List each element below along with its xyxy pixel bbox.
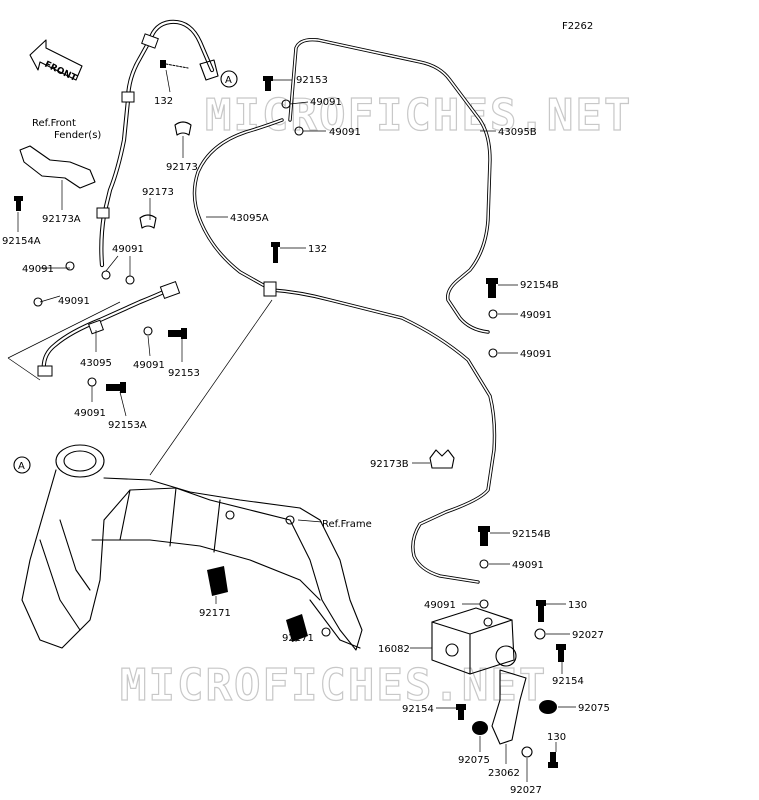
label-92173-upper: 92173 (166, 162, 198, 173)
label-43095a: 43095A (230, 213, 269, 224)
bolt-130-lower (548, 752, 558, 768)
washer-49091-c (125, 275, 135, 285)
ref-frame: Ref.Frame (322, 519, 372, 530)
label-92075-left: 92075 (458, 755, 490, 766)
fender-bracket (19, 145, 96, 189)
leader-lines (17, 69, 576, 782)
banjo-bolt-92153-top (263, 76, 273, 91)
bolt-130-upper (536, 600, 546, 622)
label-92154a: 92154A (2, 236, 41, 247)
bolt-132-mid (271, 242, 280, 263)
washer-49091-f (87, 377, 97, 387)
label-92173a: 92173A (42, 214, 81, 225)
label-92154-right: 92154 (552, 676, 584, 687)
label-132-mid: 132 (308, 244, 327, 255)
watermark-bottom: MICROFICHES.NET (120, 660, 547, 711)
label-92154b-lower: 92154B (512, 529, 551, 540)
washer-49091-b (101, 270, 111, 280)
label-92171-right: 92171 (282, 633, 314, 644)
label-92173b: 92173B (370, 459, 409, 470)
bolt-92154a (14, 196, 23, 211)
callout-a-top: A (220, 70, 238, 88)
washer-49091-e (143, 326, 153, 336)
label-49091-d: 49091 (58, 296, 90, 307)
bolt-92154b-lower (478, 526, 490, 546)
bolt-92154-left (456, 704, 466, 720)
label-49091-top-b: 49091 (329, 127, 361, 138)
label-130-upper: 130 (568, 600, 587, 611)
clip-92173-upper (174, 121, 192, 136)
label-92027-lower: 92027 (510, 785, 542, 796)
label-43095b: 43095B (498, 127, 537, 138)
ref-front-fender-line1: Ref.Front (32, 118, 76, 129)
clip-92173-lower (139, 214, 157, 229)
brake-pipe-43095a (192, 118, 497, 584)
motorcycle-frame (21, 444, 363, 651)
part-labels: 92153 49091 49091 43095B 132 92173 92173… (2, 75, 610, 796)
label-49091-b: 49091 (112, 244, 144, 255)
washer-49091-r4 (479, 599, 489, 609)
abs-unit-16082 (431, 607, 517, 675)
bolt-92154-right (556, 644, 566, 662)
banjo-bolt-92153-left (168, 328, 187, 339)
damper-92075-left (472, 721, 488, 735)
svg-text:A: A (18, 461, 25, 472)
banjo-bolt-92153a (106, 382, 126, 393)
label-92154-left: 92154 (402, 704, 434, 715)
washer-49091-a (65, 261, 75, 271)
washer-49091-r3 (479, 559, 489, 569)
label-49091-e: 49091 (133, 360, 165, 371)
damper-92075-right (539, 700, 557, 714)
washer-92027-upper (534, 628, 546, 640)
label-132-top: 132 (154, 96, 173, 107)
bolt-132-top (160, 60, 189, 69)
abs-bracket-23062 (491, 669, 527, 745)
label-92173-lower: 92173 (142, 187, 174, 198)
label-49091-top-a: 49091 (310, 97, 342, 108)
label-49091-r1: 49091 (520, 310, 552, 321)
label-23062: 23062 (488, 768, 520, 779)
grommet-92171-left (207, 566, 228, 596)
label-92153a: 92153A (108, 420, 147, 431)
clip-92173b (429, 449, 455, 469)
label-43095: 43095 (80, 358, 112, 369)
washer-49091-d (33, 297, 43, 307)
label-49091-a: 49091 (22, 264, 54, 275)
washer-49091-r2 (488, 348, 498, 358)
label-130-lower: 130 (547, 732, 566, 743)
label-16082: 16082 (378, 644, 410, 655)
label-92171-left: 92171 (199, 608, 231, 619)
label-92154b-upper: 92154B (520, 280, 559, 291)
label-92153-top: 92153 (296, 75, 328, 86)
figure-code: F2262 (562, 21, 593, 32)
label-92027-upper: 92027 (572, 630, 604, 641)
washer-92027-lower (521, 746, 533, 758)
label-49091-r4: 49091 (424, 600, 456, 611)
front-brake-hose (96, 19, 219, 268)
ref-front-fender-line2: Fender(s) (54, 130, 101, 141)
label-92075-right: 92075 (578, 703, 610, 714)
washer-49091-r1 (488, 309, 498, 319)
grommet-92171-right (286, 614, 308, 642)
bolt-92154b-upper (486, 278, 498, 298)
front-label: FRONT (43, 60, 79, 84)
label-49091-f: 49091 (74, 408, 106, 419)
label-92153-left: 92153 (168, 368, 200, 379)
watermark-top: MICROFICHES.NET (205, 90, 632, 141)
label-49091-r3: 49091 (512, 560, 544, 571)
callout-a-frame: A (13, 456, 31, 474)
svg-text:A: A (225, 75, 232, 86)
label-49091-r2: 49091 (520, 349, 552, 360)
brake-pipe-43095b (288, 37, 492, 334)
front-arrow-icon: FRONT (29, 39, 83, 84)
front-hose-43095 (37, 280, 181, 377)
